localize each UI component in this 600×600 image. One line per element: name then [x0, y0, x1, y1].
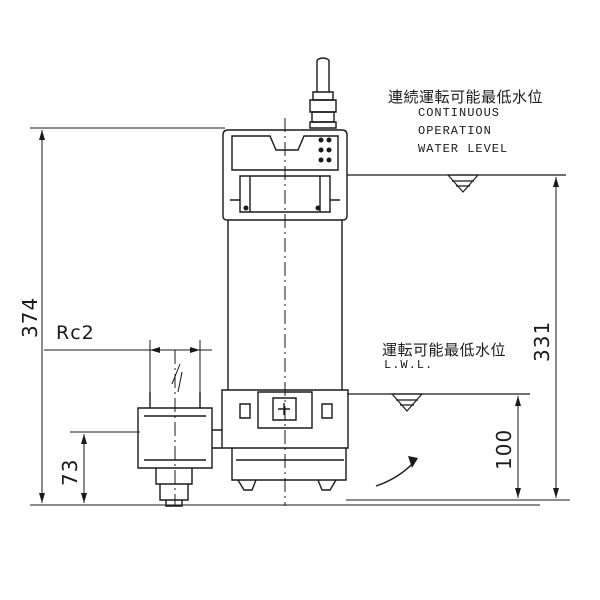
dim-lwl-height: 100 [492, 428, 516, 470]
rotation-arrow [375, 459, 417, 487]
continuous-level-symbol [446, 174, 480, 193]
continuous-level-label-jp: 連続運転可能最低水位 [388, 88, 544, 106]
pipe-size-label: Rc2 [56, 322, 95, 344]
thread-mark [171, 363, 183, 393]
dim-overall-height: 374 [18, 296, 42, 338]
motor-head [222, 129, 348, 221]
discharge-outlet [137, 392, 222, 507]
motor-body [227, 220, 343, 390]
dim-outlet-height: 73 [58, 458, 82, 486]
lwl-label-jp: 運転可能最低水位 [382, 341, 507, 359]
lwl-symbol [390, 393, 424, 412]
power-cable [309, 57, 337, 129]
continuous-level-label-en-1: CONTINUOUS [418, 106, 501, 120]
dim-continuous-height: 331 [530, 320, 554, 362]
pump-casing [221, 389, 349, 491]
continuous-level-label-en-3: WATER LEVEL [418, 142, 509, 156]
lwl-label-en: L.W.L. [384, 358, 434, 372]
continuous-level-label-en-2: OPERATION [418, 124, 492, 138]
